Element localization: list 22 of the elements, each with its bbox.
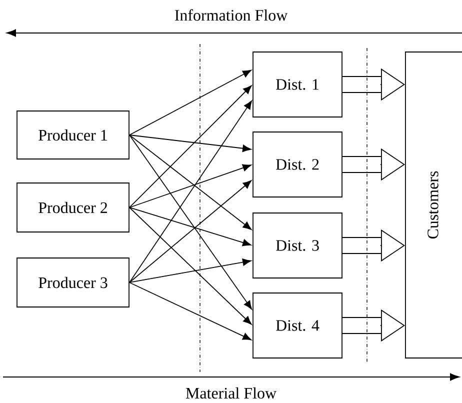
arrow [129,100,252,283]
process-box: Dist. 3 [252,212,342,278]
process-box: Dist. 4 [252,292,342,358]
process-box: Producer 2 [16,182,130,232]
arrow [129,134,252,152]
arrow [129,282,252,340]
flow-label: Material Flow [186,387,276,399]
process-box: Producer 3 [16,258,130,308]
arrow [129,70,252,136]
process-box: Dist. 2 [252,132,342,198]
process-box: Dist. 1 [252,52,342,118]
flow-label: Information Flow [174,9,288,21]
arrow [129,207,252,246]
arrow [129,180,252,283]
arrow [129,207,252,325]
arrow [129,164,252,208]
arrow [129,134,252,310]
arrow [129,85,252,208]
process-box: Producer 1 [16,110,130,160]
arrow [129,258,252,283]
arrow [129,134,252,230]
customers-box: Customers [405,52,462,358]
